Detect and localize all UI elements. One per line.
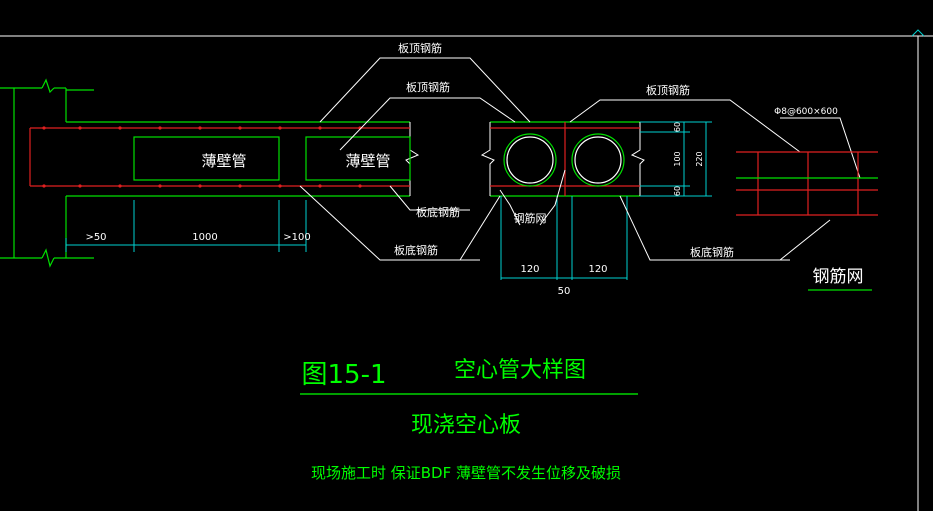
thin-pipe-label-1: 薄壁管 <box>201 152 246 170</box>
label-bottom-rebar-inner: 板底钢筋 <box>416 205 460 219</box>
dim-pipe-gap: 50 <box>558 286 571 297</box>
pipe-cross-sections <box>503 133 625 187</box>
caption-subtitle: 现浇空心板 <box>411 413 521 438</box>
label-rebar-mesh-small: 钢筋网 <box>514 211 547 225</box>
leader-lines <box>299 57 861 261</box>
thin-pipe-label-2: 薄壁管 <box>345 152 390 170</box>
frame-corner-mark <box>911 29 925 37</box>
thin-pipe-box-2 <box>305 136 411 181</box>
label-mesh-spec: Φ8@600×600 <box>774 107 838 117</box>
rebar-dots <box>42 126 362 188</box>
rebar-lines <box>29 122 640 196</box>
rebar-mesh-detail <box>736 151 878 216</box>
dim-pipe-length: 1000 <box>192 232 217 243</box>
thin-pipe-box-1 <box>133 136 280 181</box>
section-break <box>405 122 645 196</box>
dim-gap-right: >100 <box>283 232 310 243</box>
dim-cover-top: 60 <box>673 122 682 132</box>
dim-cover-bottom: 60 <box>673 186 682 196</box>
dim-total-height: 220 <box>695 151 704 166</box>
dim-gap-left: >50 <box>85 232 106 243</box>
caption-note: 现场施工时 保证BDF 薄壁管不发生位移及破损 <box>311 464 621 482</box>
label-top-rebar-inner: 板顶钢筋 <box>406 80 450 94</box>
label-top-rebar-right: 板顶钢筋 <box>646 83 690 97</box>
label-bottom-rebar-right: 板底钢筋 <box>690 245 734 259</box>
slab-left-end <box>0 78 94 268</box>
label-top-rebar-outer: 板顶钢筋 <box>398 41 442 55</box>
dim-core: 100 <box>673 151 682 166</box>
figure-number: 图15-1 <box>301 360 386 390</box>
figure-title: 空心管大样图 <box>454 358 586 383</box>
label-bottom-rebar-outer: 板底钢筋 <box>394 243 438 257</box>
pipe-vertical-guides <box>500 196 628 280</box>
drawing-frame <box>0 35 933 511</box>
dimension-lines <box>65 121 712 279</box>
dim-pipe-dia-2: 120 <box>588 264 607 275</box>
dim-pipe-dia-1: 120 <box>520 264 539 275</box>
label-rebar-mesh-large: 钢筋网 <box>813 267 864 287</box>
